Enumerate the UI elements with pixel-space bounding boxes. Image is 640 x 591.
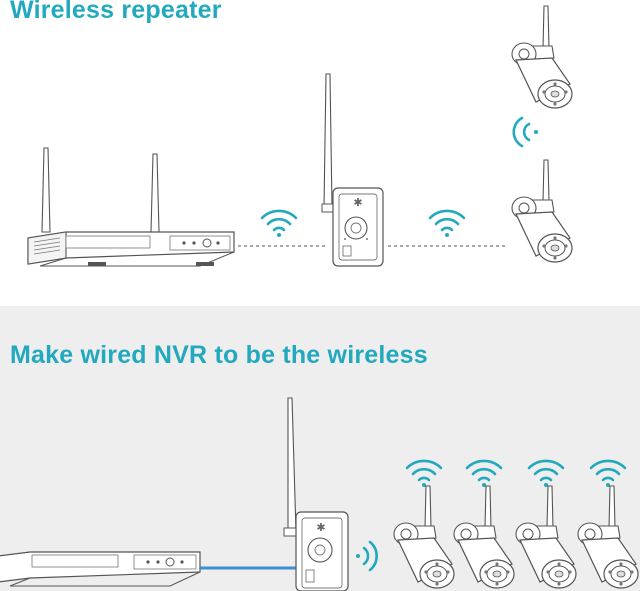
nvr-recorder-icon [27,147,235,267]
wifi-signal-icon [405,459,443,489]
bullet-camera-icon [511,5,573,109]
bullet-camera-icon [511,159,573,263]
svg-text:✱: ✱ [316,521,325,534]
bullet-camera-icon [515,485,577,589]
wifi-signal-icon [428,209,466,239]
wifi-signal-icon [512,116,538,148]
wifi-signal-icon [527,459,565,489]
section-title-wireless-repeater: Wireless repeater [10,0,222,24]
bullet-camera-icon [577,485,639,589]
wifi-signal-icon [589,459,627,489]
repeater-icon: ✱ [283,397,349,591]
wifi-signal-icon [465,459,503,489]
bullet-camera-icon [393,485,455,589]
wifi-signal-icon [260,209,298,239]
nvr-recorder-icon [0,551,201,587]
svg-text:✱: ✱ [353,196,362,209]
bullet-camera-icon [453,485,515,589]
wifi-signal-icon [356,540,378,572]
section-title-wired-nvr: Make wired NVR to be the wireless [10,341,428,369]
repeater-icon: ✱ [321,73,384,267]
